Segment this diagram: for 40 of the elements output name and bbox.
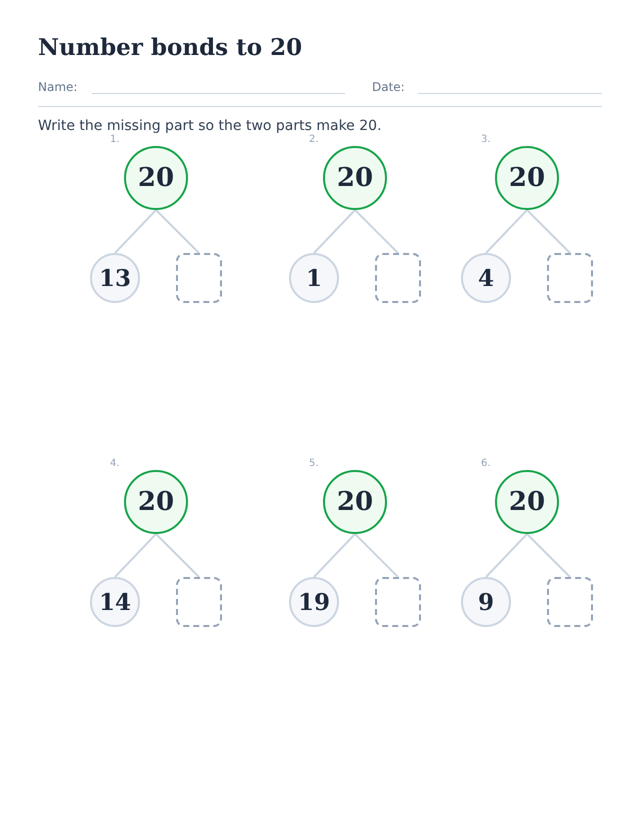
whole-circle: 20 <box>323 470 387 534</box>
connector-line <box>354 209 399 254</box>
name-label: Name: <box>38 80 78 94</box>
problem-number: 5. <box>309 458 319 469</box>
connector-line <box>526 209 571 254</box>
whole-circle: 20 <box>124 146 188 210</box>
connector-line <box>526 533 571 578</box>
date-label: Date: <box>372 80 405 94</box>
part-circle: 1 <box>289 253 339 303</box>
answer-box <box>375 253 421 303</box>
connector-line <box>485 209 528 254</box>
connector-line <box>114 533 157 578</box>
connector-line <box>485 533 528 578</box>
part-circle: 13 <box>90 253 140 303</box>
whole-circle: 20 <box>495 470 559 534</box>
problem-number: 1. <box>110 134 120 145</box>
problem-number: 4. <box>110 458 120 469</box>
connector-line <box>114 209 157 254</box>
connector-line <box>313 209 356 254</box>
answer-box <box>547 253 593 303</box>
problem-number: 2. <box>309 134 319 145</box>
answer-box <box>176 577 222 627</box>
instruction-text: Write the missing part so the two parts make 20. <box>38 118 382 134</box>
answer-box <box>176 253 222 303</box>
answer-box <box>375 577 421 627</box>
connector-line <box>354 533 399 578</box>
connector-line <box>313 533 356 578</box>
connector-line <box>155 533 200 578</box>
problem-number: 6. <box>481 458 491 469</box>
part-circle: 9 <box>461 577 511 627</box>
whole-circle: 20 <box>124 470 188 534</box>
problem-number: 3. <box>481 134 491 145</box>
whole-circle: 20 <box>495 146 559 210</box>
part-circle: 19 <box>289 577 339 627</box>
answer-box <box>547 577 593 627</box>
part-circle: 14 <box>90 577 140 627</box>
worksheet-title: Number bonds to 20 <box>38 34 302 61</box>
whole-circle: 20 <box>323 146 387 210</box>
connector-line <box>155 209 200 254</box>
part-circle: 4 <box>461 253 511 303</box>
